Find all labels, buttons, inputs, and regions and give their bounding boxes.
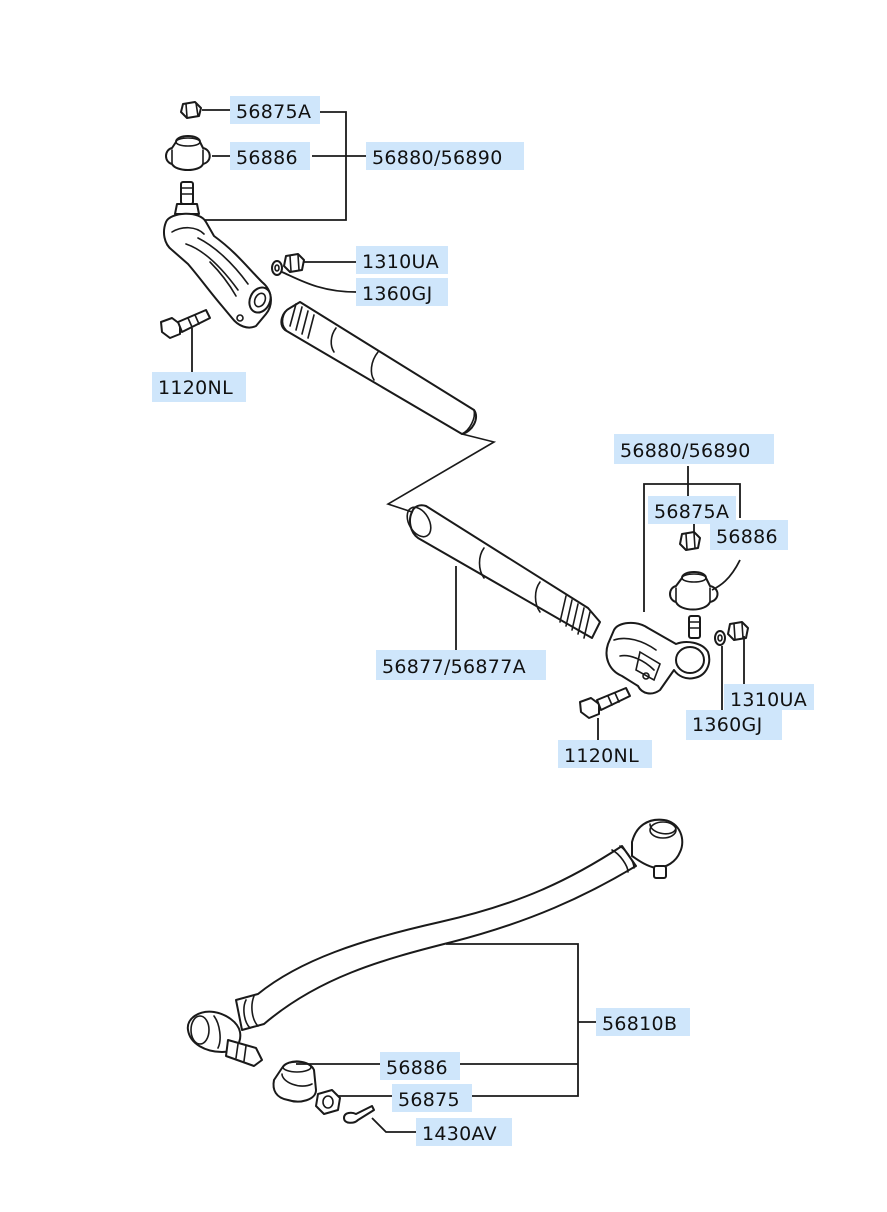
mid-nut-part <box>679 531 701 551</box>
label-top-boot[interactable]: 56886 <box>230 142 310 170</box>
label-top-washer[interactable]: 1360GJ <box>356 278 448 306</box>
svg-text:56886: 56886 <box>386 1057 448 1079</box>
top-ball-stud-part <box>174 181 200 215</box>
mid-ball-stud-part <box>688 615 701 639</box>
leader-lines <box>191 109 745 1133</box>
label-top-tie-rod-end[interactable]: 56880/56890 <box>366 142 524 170</box>
bottom-nut-part <box>315 1089 341 1115</box>
label-bottom-nut[interactable]: 56875 <box>392 1084 472 1112</box>
svg-text:56875A: 56875A <box>654 501 729 523</box>
svg-text:1310UA: 1310UA <box>362 251 439 273</box>
svg-text:56875: 56875 <box>398 1089 460 1111</box>
mid-tie-rod-end-assembly <box>579 531 749 719</box>
label-tie-rod-tube[interactable]: 56877/56877A <box>376 650 546 680</box>
label-drag-link[interactable]: 56810B <box>596 1008 690 1036</box>
label-mid-bolt[interactable]: 1120NL <box>558 740 652 768</box>
svg-text:56886: 56886 <box>716 526 778 548</box>
drag-link-assembly <box>186 818 684 1124</box>
svg-text:56810B: 56810B <box>602 1013 677 1035</box>
mid-lock-nut-part <box>727 621 749 641</box>
label-top-nut[interactable]: 56875A <box>230 96 320 124</box>
cotter-pin-part <box>343 1105 375 1124</box>
svg-text:1310UA: 1310UA <box>730 689 807 711</box>
label-mid-boot[interactable]: 56886 <box>710 520 788 550</box>
label-top-bolt[interactable]: 1120NL <box>152 372 246 402</box>
svg-text:56880/56890: 56880/56890 <box>372 147 503 169</box>
top-bolt-part <box>160 309 211 339</box>
label-cotter-pin[interactable]: 1430AV <box>416 1118 512 1146</box>
top-boot-part <box>165 135 211 171</box>
label-top-lock-nut[interactable]: 1310UA <box>356 246 448 274</box>
label-mid-nut[interactable]: 56875A <box>648 496 736 524</box>
svg-text:1360GJ: 1360GJ <box>692 714 762 736</box>
top-washer-part <box>271 260 283 276</box>
mid-bolt-part <box>579 687 631 719</box>
svg-text:56880/56890: 56880/56890 <box>620 440 751 462</box>
top-nut-part <box>180 101 202 119</box>
svg-text:56877/56877A: 56877/56877A <box>382 656 526 678</box>
top-tie-rod-end-assembly <box>160 101 305 339</box>
mid-washer-part <box>714 630 726 646</box>
part-labels: 56875A 56886 56880/56890 1310UA 1360GJ 1… <box>152 96 814 1146</box>
bottom-boot-part <box>272 1060 317 1103</box>
label-mid-tie-rod-end[interactable]: 56880/56890 <box>614 434 774 464</box>
tie-rod-tube-part <box>280 301 601 639</box>
svg-text:1360GJ: 1360GJ <box>362 283 432 305</box>
svg-text:56886: 56886 <box>236 147 298 169</box>
svg-text:1120NL: 1120NL <box>564 745 639 767</box>
top-lock-nut-part <box>283 253 305 273</box>
svg-text:1120NL: 1120NL <box>158 377 233 399</box>
label-mid-lock-nut[interactable]: 1310UA <box>724 684 814 711</box>
label-bottom-boot[interactable]: 56886 <box>380 1052 460 1080</box>
mid-tie-rod-end-housing <box>605 622 711 695</box>
drag-link-part <box>186 818 684 1067</box>
svg-text:1430AV: 1430AV <box>422 1123 497 1145</box>
mid-boot-part <box>669 571 719 611</box>
top-tie-rod-end-housing <box>163 212 272 329</box>
svg-text:56875A: 56875A <box>236 101 311 123</box>
label-mid-washer[interactable]: 1360GJ <box>686 710 782 740</box>
